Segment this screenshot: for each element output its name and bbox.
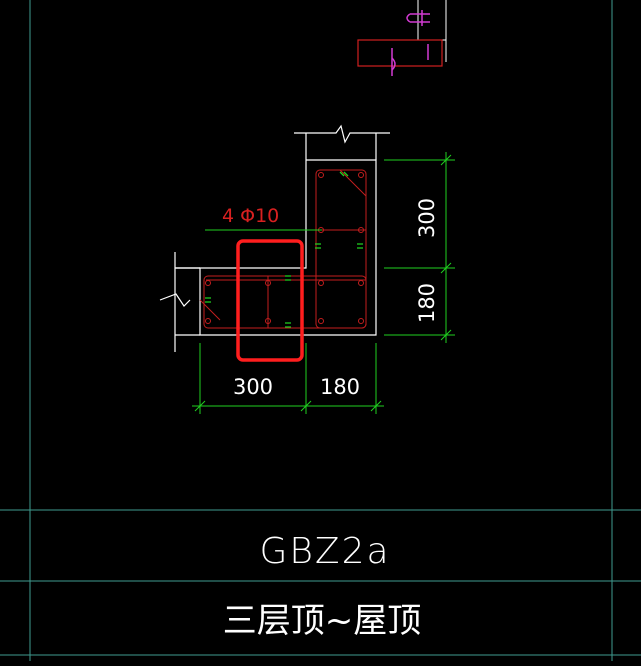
rebar-callout-label: 4 Φ10 (222, 205, 279, 227)
floor-range: 三层顶~屋顶 (223, 601, 422, 641)
dim-right-bottom: 180 (415, 283, 439, 323)
dimension-bottom (192, 343, 384, 414)
column-outline (159, 124, 390, 352)
highlight-box (236, 239, 304, 362)
column-id: GBZ2a (259, 531, 390, 572)
dim-bottom-left: 300 (233, 375, 273, 399)
dim-right-top: 300 (415, 198, 439, 238)
rebar-callout: 4 Φ10 (205, 205, 322, 231)
tie-markers (205, 171, 363, 328)
rebar-bars (205, 172, 364, 324)
dimension-right (384, 152, 455, 343)
dim-bottom-right: 180 (320, 375, 360, 399)
rebar-stirrups (199, 169, 367, 329)
adjacent-detail-fragment (357, 0, 447, 76)
